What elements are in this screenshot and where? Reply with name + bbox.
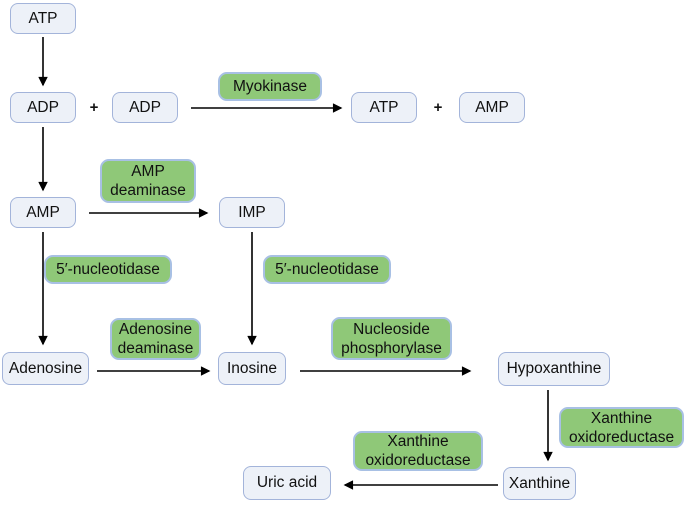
node-hypoxanthine: Hypoxanthine: [498, 352, 610, 386]
node-label: Xanthine: [508, 474, 571, 492]
node-label: Adenosine: [8, 359, 83, 377]
enzyme-label-line2: phosphorylase: [341, 339, 442, 357]
enzyme-adenosine-deaminase: Adenosine deaminase: [110, 318, 201, 360]
enzyme-label-line1: Xanthine: [590, 409, 653, 427]
enzyme-label-line2: deaminase: [117, 340, 194, 357]
node-adp-1: ADP: [10, 92, 76, 123]
enzyme-label: 5′-nucleotidase: [56, 261, 160, 278]
enzyme-xanthine-oxidoreductase-lower: Xanthine oxidoreductase: [353, 431, 483, 471]
enzyme-label-line1: Nucleoside: [353, 320, 430, 338]
node-inosine: Inosine: [218, 352, 286, 385]
enzyme-label-line1: Adenosine: [118, 321, 193, 338]
enzyme-label-line2: deaminase: [110, 182, 186, 199]
node-xanthine: Xanthine: [503, 467, 576, 500]
plus-operator-2: +: [433, 99, 443, 116]
enzyme-label-line2: oxidoreductase: [568, 428, 675, 446]
enzyme-myokinase: Myokinase: [218, 72, 322, 101]
node-label: ADP: [27, 98, 59, 116]
enzyme-label-line1: AMP: [131, 163, 165, 180]
node-adenosine: Adenosine: [2, 352, 89, 385]
node-uric-acid: Uric acid: [243, 466, 331, 500]
enzyme-xanthine-oxidoreductase-upper: Xanthine oxidoreductase: [559, 407, 684, 448]
node-amp: AMP: [10, 197, 76, 228]
node-label: ATP: [369, 98, 399, 116]
node-label: Uric acid: [256, 474, 318, 491]
plus-operator-1: +: [89, 99, 99, 116]
enzyme-nucleoside-phosphorylase: Nucleoside phosphorylase: [331, 317, 452, 360]
node-label: Inosine: [227, 359, 277, 377]
node-label: IMP: [238, 203, 266, 221]
enzyme-label-line1: Xanthine: [387, 433, 449, 450]
enzyme-label: 5′-nucleotidase: [275, 261, 379, 278]
node-atp-top: ATP: [10, 3, 76, 34]
enzyme-nucleotidase-right: 5′-nucleotidase: [263, 255, 391, 284]
enzyme-label: Myokinase: [232, 78, 308, 95]
node-amp-product: AMP: [459, 92, 525, 123]
enzyme-amp-deaminase: AMP deaminase: [100, 159, 196, 203]
node-label: ADP: [129, 98, 161, 116]
node-imp: IMP: [219, 197, 285, 228]
node-label: AMP: [475, 98, 509, 116]
node-label: ATP: [28, 9, 58, 27]
node-label: AMP: [26, 203, 60, 221]
node-adp-2: ADP: [112, 92, 178, 123]
node-label: Hypoxanthine: [506, 360, 602, 377]
enzyme-nucleotidase-left: 5′-nucleotidase: [44, 255, 172, 284]
enzyme-label-line2: oxidoreductase: [365, 452, 471, 469]
node-atp-product: ATP: [351, 92, 417, 123]
